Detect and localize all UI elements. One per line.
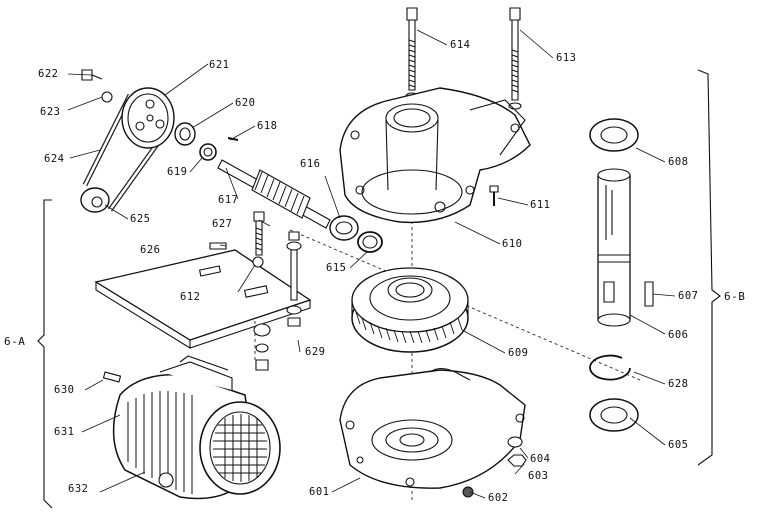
key-607 xyxy=(645,282,653,306)
upper-housing-610 xyxy=(340,88,530,222)
label-625: 625 xyxy=(130,213,151,225)
leader-lines xyxy=(68,30,675,498)
label-611: 611 xyxy=(530,199,551,211)
label-629: 629 xyxy=(305,346,326,358)
label-601: 601 xyxy=(309,486,330,498)
seal-615 xyxy=(358,232,382,252)
label-615: 615 xyxy=(326,262,347,274)
bolt-627 xyxy=(254,212,264,255)
label-619: 619 xyxy=(167,166,188,178)
key-630 xyxy=(103,372,120,382)
circlip-628 xyxy=(590,356,630,380)
pulley-625 xyxy=(81,188,109,212)
label-606: 606 xyxy=(668,329,689,341)
plug-602 xyxy=(463,487,473,497)
seal-619 xyxy=(200,144,216,160)
label-620: 620 xyxy=(235,97,256,109)
label-610: 610 xyxy=(502,238,523,250)
bearing-620 xyxy=(175,123,195,145)
group-bracket-6b xyxy=(698,70,720,465)
label-622: 622 xyxy=(38,68,59,80)
washer-604 xyxy=(508,437,522,447)
label-618: 618 xyxy=(257,120,278,132)
label-617: 617 xyxy=(218,194,239,206)
bearing-616 xyxy=(330,216,358,240)
label-624: 624 xyxy=(44,153,65,165)
label-613: 613 xyxy=(556,52,577,64)
bolt-stack-629 xyxy=(254,232,301,370)
output-shaft-606 xyxy=(598,169,630,326)
label-616: 616 xyxy=(300,158,321,170)
bearing-608 xyxy=(590,119,638,151)
label-604: 604 xyxy=(530,453,551,465)
motor-bracket-612 xyxy=(96,250,310,348)
label-623: 623 xyxy=(40,106,61,118)
label-628: 628 xyxy=(668,378,689,390)
label-626: 626 xyxy=(140,244,161,256)
screw-611 xyxy=(490,186,498,206)
label-605: 605 xyxy=(668,439,689,451)
bearing-605 xyxy=(590,399,638,431)
label-632: 632 xyxy=(68,483,89,495)
lower-housing-601 xyxy=(340,369,525,489)
label-630: 630 xyxy=(54,384,75,396)
bolt-613 xyxy=(509,8,521,109)
label-607: 607 xyxy=(678,290,699,302)
bolt-614 xyxy=(406,8,418,99)
worm-shaft-617 xyxy=(218,160,330,228)
key-618 xyxy=(228,138,238,140)
worm-gear-609 xyxy=(352,268,468,352)
label-612: 612 xyxy=(180,291,201,303)
label-627: 627 xyxy=(212,218,233,230)
label-614: 614 xyxy=(450,39,471,51)
motor-endcap-632 xyxy=(159,402,280,494)
label-603: 603 xyxy=(528,470,549,482)
pulley-621 xyxy=(122,88,174,148)
group-label-6a: 6-A xyxy=(4,335,26,348)
label-602: 602 xyxy=(488,492,509,504)
label-621: 621 xyxy=(209,59,230,71)
group-bracket-6a xyxy=(38,200,52,508)
label-609: 609 xyxy=(508,347,529,359)
group-label-6b: 6-B xyxy=(724,290,746,303)
washer-623 xyxy=(102,92,112,102)
nut-603 xyxy=(508,455,526,466)
label-608: 608 xyxy=(668,156,689,168)
label-631: 631 xyxy=(54,426,75,438)
